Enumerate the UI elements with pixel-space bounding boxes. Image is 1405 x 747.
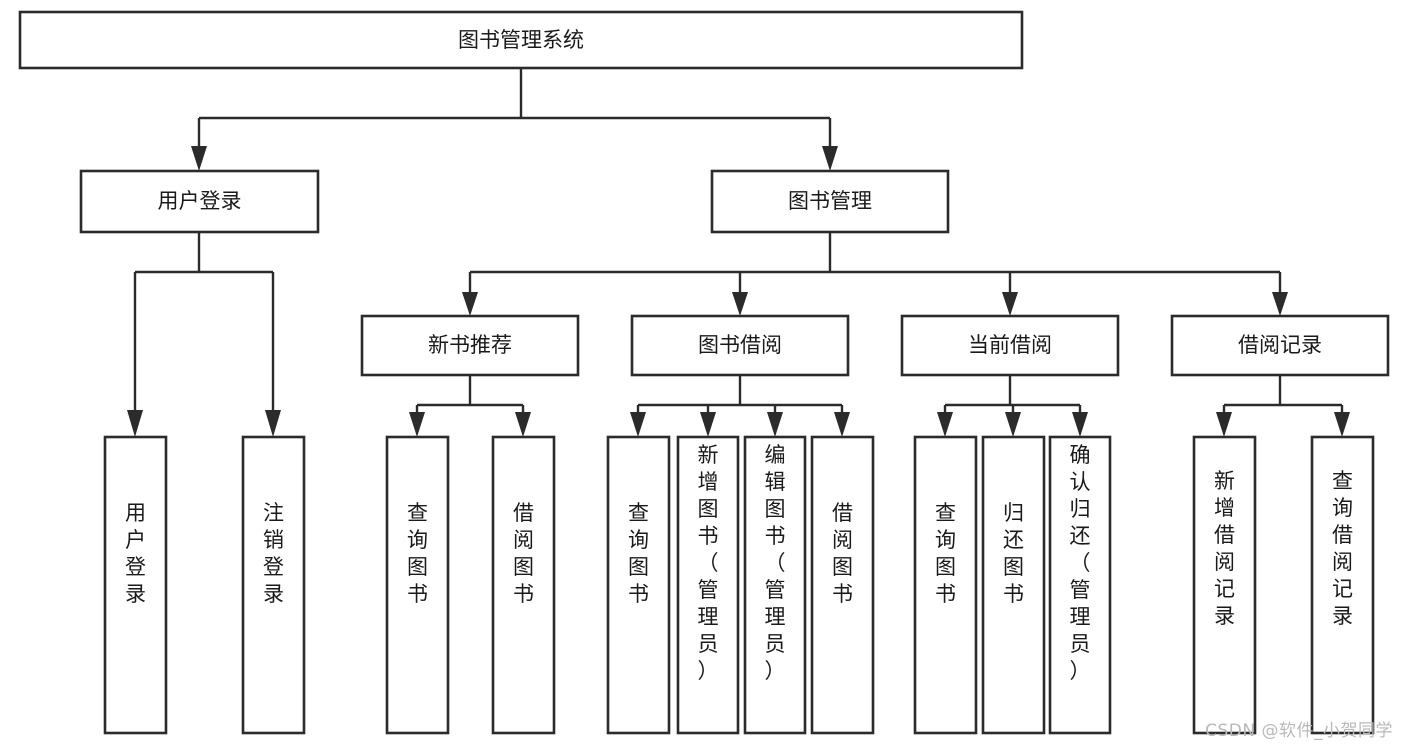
node-leaf-user-logout[interactable]: 注销登录 xyxy=(241,435,306,735)
node-user-login[interactable]: 用户登录 xyxy=(79,169,320,234)
node-current-borrow[interactable]: 当前借阅 xyxy=(900,314,1120,377)
arrow-leaf-add-book xyxy=(700,412,716,437)
arrow-to-book-manage xyxy=(822,146,838,171)
node-leaf-borrow-book-1[interactable]: 借阅图书 xyxy=(491,435,556,735)
node-leaf-return-book[interactable]: 归还图书 xyxy=(981,435,1046,735)
arrow-leaf-user-login xyxy=(127,410,143,437)
node-leaf-borrow-book-1-box[interactable] xyxy=(491,435,556,735)
node-leaf-borrow-book-1-label: 借阅图书 xyxy=(513,501,534,606)
node-leaf-query-record[interactable]: 查询借阅记录 xyxy=(1310,435,1375,735)
arrow-to-current-borrow xyxy=(1002,292,1018,316)
arrow-leaf-borrow-book-1 xyxy=(515,412,531,437)
node-leaf-query-book-3-label: 查询图书 xyxy=(935,501,956,606)
arrow-leaf-add-record xyxy=(1216,412,1232,437)
node-root-label: 图书管理系统 xyxy=(458,28,584,52)
node-leaf-query-book-1-box[interactable] xyxy=(385,435,450,735)
node-leaf-edit-book-box[interactable] xyxy=(743,435,807,735)
node-leaf-add-record[interactable]: 新增借阅记录 xyxy=(1192,435,1257,735)
node-leaf-edit-book-label: 编辑图书（管理员） xyxy=(765,443,786,683)
node-leaf-user-login-box[interactable] xyxy=(103,435,168,735)
node-leaf-user-login[interactable]: 用户登录 xyxy=(103,435,168,735)
node-leaf-add-record-label: 新增借阅记录 xyxy=(1214,469,1235,628)
arrow-to-new-book-recommend xyxy=(462,292,478,316)
node-leaf-query-book-1[interactable]: 查询图书 xyxy=(385,435,450,735)
node-leaf-query-book-1-label: 查询图书 xyxy=(407,501,428,606)
node-borrow-record-label: 借阅记录 xyxy=(1238,333,1322,357)
node-leaf-add-record-box[interactable] xyxy=(1192,435,1257,735)
node-new-book-recommend-label: 新书推荐 xyxy=(428,333,512,357)
node-leaf-query-book-3-box[interactable] xyxy=(913,435,978,735)
node-leaf-add-book-box[interactable] xyxy=(676,435,740,735)
node-leaf-query-record-box[interactable] xyxy=(1310,435,1375,735)
node-book-borrow-label: 图书借阅 xyxy=(698,333,782,357)
node-user-login-label: 用户登录 xyxy=(158,189,242,213)
node-root[interactable]: 图书管理系统 xyxy=(18,10,1024,70)
node-leaf-borrow-book-2-box[interactable] xyxy=(810,435,875,735)
arrow-leaf-confirm-return xyxy=(1072,412,1088,437)
node-borrow-record-box[interactable] xyxy=(1170,314,1390,377)
arrow-to-book-borrow xyxy=(732,292,748,316)
node-book-borrow[interactable]: 图书借阅 xyxy=(630,314,850,377)
node-leaf-query-book-2-label: 查询图书 xyxy=(628,501,649,606)
arrow-leaf-query-book-3 xyxy=(937,412,953,437)
node-leaf-user-logout-label: 注销登录 xyxy=(263,501,284,606)
arrow-leaf-borrow-book-2 xyxy=(834,412,850,437)
arrow-to-user-login xyxy=(191,146,207,171)
node-book-manage-box[interactable] xyxy=(710,169,950,234)
arrow-leaf-return-book xyxy=(1005,412,1021,437)
connector-layer xyxy=(127,68,1350,437)
arrow-leaf-query-record xyxy=(1334,412,1350,437)
node-leaf-query-book-2-box[interactable] xyxy=(606,435,671,735)
node-leaf-confirm-return-label: 确认归还（管理员） xyxy=(1070,443,1091,683)
node-book-borrow-box[interactable] xyxy=(630,314,850,377)
node-leaf-add-book[interactable]: 新增图书（管理员） xyxy=(676,435,740,735)
arrow-to-borrow-record xyxy=(1272,292,1288,316)
arrow-leaf-query-book-1 xyxy=(409,412,425,437)
node-leaf-borrow-book-2-label: 借阅图书 xyxy=(832,501,853,606)
node-leaf-confirm-return[interactable]: 确认归还（管理员） xyxy=(1048,435,1112,735)
arrow-leaf-edit-book xyxy=(767,412,783,437)
node-user-login-box[interactable] xyxy=(79,169,320,234)
node-book-manage-label: 图书管理 xyxy=(788,189,872,213)
node-current-borrow-box[interactable] xyxy=(900,314,1120,377)
arrow-leaf-user-logout xyxy=(265,410,281,437)
node-leaf-confirm-return-box[interactable] xyxy=(1048,435,1112,735)
watermark: CSDN @软件_小贺同学 xyxy=(1205,721,1393,741)
node-leaf-return-book-label: 归还图书 xyxy=(1003,501,1024,606)
node-leaf-user-logout-box[interactable] xyxy=(241,435,306,735)
arrow-leaf-query-book-2 xyxy=(630,412,646,437)
node-leaf-return-book-box[interactable] xyxy=(981,435,1046,735)
node-leaf-add-book-label: 新增图书（管理员） xyxy=(698,443,719,683)
node-leaf-query-record-label: 查询借阅记录 xyxy=(1332,469,1353,628)
node-leaf-edit-book[interactable]: 编辑图书（管理员） xyxy=(743,435,807,735)
node-borrow-record[interactable]: 借阅记录 xyxy=(1170,314,1390,377)
node-current-borrow-label: 当前借阅 xyxy=(968,333,1052,357)
node-leaf-user-login-label: 用户登录 xyxy=(125,501,146,606)
node-book-manage[interactable]: 图书管理 xyxy=(710,169,950,234)
node-leaf-query-book-2[interactable]: 查询图书 xyxy=(606,435,671,735)
node-new-book-recommend-box[interactable] xyxy=(360,314,580,377)
node-leaf-query-book-3[interactable]: 查询图书 xyxy=(913,435,978,735)
node-root-box[interactable] xyxy=(18,10,1024,70)
node-new-book-recommend[interactable]: 新书推荐 xyxy=(360,314,580,377)
node-leaf-borrow-book-2[interactable]: 借阅图书 xyxy=(810,435,875,735)
